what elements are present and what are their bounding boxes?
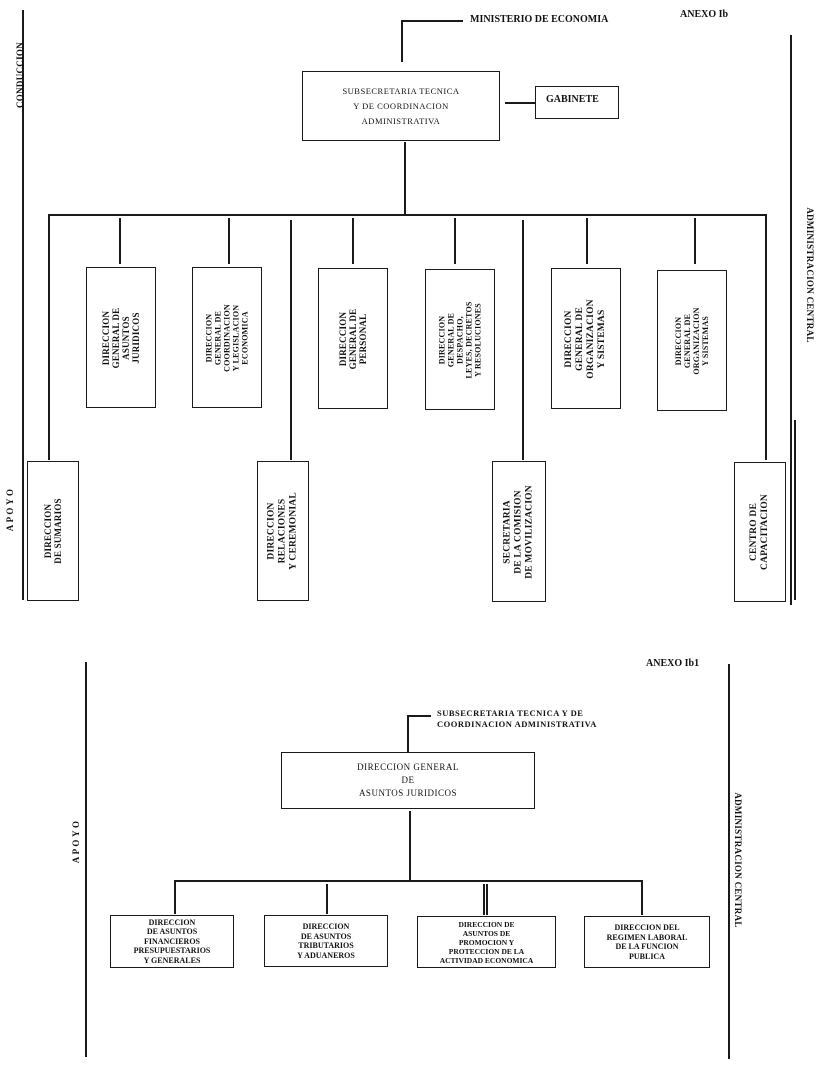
head-box[interactable]: SUBSECRETARIA TECNICA Y DE COORDINACION … (302, 71, 500, 141)
right-band-label: ADMINISTRACION CENTRAL (805, 207, 815, 343)
connector-parent-horizontal (401, 20, 463, 22)
support-unit-box[interactable]: DIRECCION DE SUMARIOS (27, 461, 79, 601)
connector-drop (586, 218, 588, 264)
support-unit-box[interactable]: SECRETARIA DE LA COMISION DE MOVILIZACIO… (492, 461, 546, 602)
connector-drop (483, 884, 485, 915)
connector-drop (228, 218, 230, 264)
connector-bus (48, 214, 765, 216)
connector-drop (641, 880, 643, 915)
connector-support-drop (290, 220, 292, 460)
left-band-line (85, 662, 87, 1057)
unit-box[interactable]: DIRECCION DE ASUNTOS DE PROMOCION Y PROT… (417, 916, 556, 968)
connector-head-staff (505, 102, 535, 104)
connector-drop (119, 218, 121, 264)
support-unit-label: SECRETARIA DE LA COMISION DE MOVILIZACIO… (502, 484, 535, 579)
connector-drop (486, 884, 488, 915)
unit-label: DIRECCION DE ASUNTOS DE PROMOCION Y PROT… (439, 919, 534, 965)
connector-parent-vertical (401, 20, 403, 62)
parent-ministry-label: MINISTERIO DE ECONOMIA (470, 14, 609, 25)
connector-trunk (409, 811, 411, 880)
connector-support-drop (48, 214, 50, 460)
directorate-box[interactable]: DIRECCION GENERAL DE PERSONAL (318, 268, 388, 409)
annex-title: ANEXO Ib1 (646, 658, 700, 669)
connector-drop (694, 218, 696, 264)
directorate-label: DIRECCION GENERAL DE ORGANIZACION Y SIST… (564, 298, 607, 379)
head-box[interactable]: DIRECCION GENERAL DE ASUNTOS JURIDICOS (281, 752, 535, 809)
parent-subsecretaria-label: SUBSECRETARIA TECNICA Y DE COORDINACION … (437, 708, 597, 729)
directorate-label: DIRECCION GENERAL DE ASUNTOS JURIDICOS (101, 307, 141, 368)
left-band-conduccion-label: CONDUCCION (15, 42, 25, 108)
left-band-apoyo-label: A P O Y O (5, 488, 15, 532)
right-band-line (790, 35, 792, 605)
connector-support-drop (765, 214, 767, 460)
directorate-box[interactable]: DIRECCION GENERAL DE COORDINACION Y LEGI… (192, 267, 262, 408)
support-unit-box[interactable]: CENTRO DE CAPACITACION (734, 462, 786, 602)
connector-drop (326, 884, 328, 914)
directorate-box[interactable]: DIRECCION GENERAL DE ASUNTOS JURIDICOS (86, 267, 156, 408)
connector-support-drop (522, 220, 524, 460)
unit-box[interactable]: DIRECCION DEL REGIMEN LABORAL DE LA FUNC… (584, 916, 710, 968)
connector-drop (454, 218, 456, 264)
directorate-label: DIRECCION GENERAL DE COORDINACION Y LEGI… (204, 303, 250, 372)
unit-box[interactable]: DIRECCION DE ASUNTOS TRIBUTARIOS Y ADUAN… (264, 915, 388, 967)
unit-label: DIRECCION DE ASUNTOS FINANCIEROS PRESUPU… (133, 917, 211, 965)
connector-drop (174, 880, 176, 914)
support-unit-label: CENTRO DE CAPACITACION (749, 494, 770, 570)
support-unit-box[interactable]: DIRECCION RELACIONES Y CEREMONIAL (257, 461, 309, 601)
head-label: DIRECCION GENERAL DE ASUNTOS JURIDICOS (357, 762, 459, 798)
unit-label: DIRECCION DE ASUNTOS TRIBUTARIOS Y ADUAN… (297, 922, 355, 960)
support-unit-label: DIRECCION DE SUMARIOS (43, 498, 63, 564)
connector-trunk (404, 142, 406, 214)
connector-bus (174, 880, 642, 882)
directorate-box[interactable]: DIRECCION GENERAL DE DESPACHO, LEYES, DE… (425, 269, 495, 410)
head-label: SUBSECRETARIA TECNICA Y DE COORDINACION … (342, 85, 460, 126)
support-unit-label: DIRECCION RELACIONES Y CEREMONIAL (266, 492, 299, 570)
connector-drop (352, 218, 354, 264)
directorate-label: DIRECCION GENERAL DE ORGANIZACION Y SIST… (674, 306, 710, 375)
directorate-label: DIRECCION GENERAL DE PERSONAL (338, 308, 368, 369)
staff-box-gabinete[interactable]: GABINETE (535, 86, 619, 119)
right-band-line (728, 664, 730, 1059)
right-band-label: ADMINISTRACION CENTRAL (733, 792, 743, 928)
unit-box[interactable]: DIRECCION DE ASUNTOS FINANCIEROS PRESUPU… (110, 915, 234, 968)
connector-support-drop-outer (794, 420, 796, 600)
directorate-box[interactable]: DIRECCION GENERAL DE ORGANIZACION Y SIST… (551, 268, 621, 409)
left-band-apoyo-label: A P O Y O (71, 820, 81, 864)
left-band-line (22, 10, 24, 600)
unit-label: DIRECCION DEL REGIMEN LABORAL DE LA FUNC… (606, 923, 688, 961)
directorate-label: DIRECCION GENERAL DE DESPACHO, LEYES, DE… (437, 300, 483, 379)
connector-parent-horizontal (407, 715, 431, 717)
connector-parent-vertical (407, 715, 409, 752)
staff-label: GABINETE (546, 94, 599, 105)
annex-title: ANEXO Ib (680, 9, 729, 20)
directorate-box[interactable]: DIRECCION GENERAL DE ORGANIZACION Y SIST… (657, 270, 727, 411)
